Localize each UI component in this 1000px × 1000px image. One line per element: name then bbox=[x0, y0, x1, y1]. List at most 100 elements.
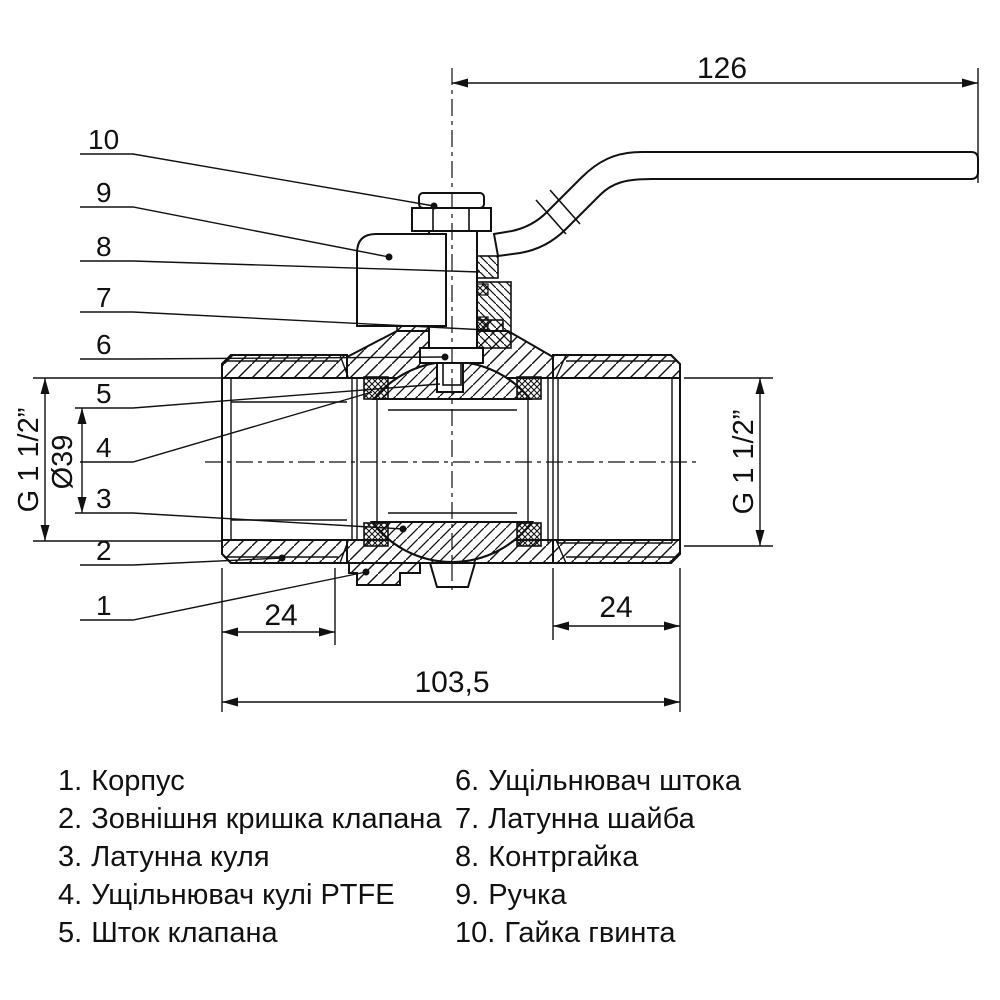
arrow-up bbox=[77, 408, 87, 424]
legend-item-6: 6.Ущільнювач штока bbox=[455, 762, 741, 800]
callout-4-label: 4 bbox=[96, 432, 112, 463]
callout-6-label: 6 bbox=[96, 329, 112, 360]
seat-top-right bbox=[516, 376, 542, 400]
right-port-top-wall bbox=[552, 354, 681, 379]
seat-bottom-right bbox=[516, 522, 542, 547]
legend-item-5-label: Шток клапана bbox=[91, 917, 278, 949]
ball-bore-lines bbox=[376, 399, 529, 522]
legend-item-8: 8.Контргайка bbox=[455, 838, 741, 876]
legend-item-4-number: 4. bbox=[58, 879, 83, 911]
arrow-right bbox=[664, 697, 680, 707]
dim-126-label: 126 bbox=[697, 52, 747, 85]
callout-10: 10 bbox=[80, 124, 438, 210]
dimension-overall-length: 103,5 bbox=[222, 666, 680, 707]
callout-5-label: 5 bbox=[96, 378, 112, 409]
legend-item-4-label: Ущільнювач кулі PTFE bbox=[91, 879, 395, 911]
legend-item-7-number: 7. bbox=[455, 803, 480, 835]
seat-bottom-left bbox=[363, 522, 389, 547]
legend-item-10: 10.Гайка гвинта bbox=[455, 914, 741, 952]
ptfe-seats bbox=[363, 376, 542, 547]
left-port bbox=[221, 354, 349, 564]
handle-bracket bbox=[356, 233, 447, 327]
dimension-right-thread-length: 24 bbox=[552, 568, 681, 712]
callout-9-dot bbox=[385, 253, 393, 261]
legend-item-8-number: 8. bbox=[455, 841, 480, 873]
legend-item-10-label: Гайка гвинта bbox=[504, 917, 676, 949]
callout-6-dot bbox=[441, 353, 449, 361]
body-joint-lines bbox=[351, 378, 554, 543]
callout-6: 6 bbox=[80, 329, 449, 361]
arrow-right bbox=[664, 621, 680, 631]
legend-item-5-number: 5. bbox=[58, 917, 83, 949]
right-port bbox=[552, 354, 681, 564]
legend-item-3-number: 3. bbox=[58, 841, 83, 873]
legend-item-6-number: 6. bbox=[455, 765, 480, 797]
callout-2-dot bbox=[278, 554, 286, 562]
left-port-outline bbox=[221, 354, 347, 564]
callout-4: 4 bbox=[80, 391, 373, 463]
handle-bend-lines bbox=[535, 189, 581, 235]
right-port-bore-lines bbox=[557, 377, 673, 544]
legend-item-1-label: Корпус bbox=[91, 765, 185, 797]
legend-item-2-number: 2. bbox=[58, 803, 83, 835]
callout-1-label: 1 bbox=[96, 590, 112, 621]
legend-item-9: 9.Ручка bbox=[455, 876, 741, 914]
callout-5: 5 bbox=[96, 378, 441, 409]
legend-item-4: 4.Ущільнювач кулі PTFE bbox=[58, 876, 442, 914]
stem-seal-top bbox=[476, 283, 489, 296]
locknut bbox=[476, 255, 499, 279]
legend-item-9-label: Ручка bbox=[488, 879, 567, 911]
arrow-left bbox=[222, 627, 238, 637]
thread-right-label: G 1 1/2” bbox=[728, 410, 760, 515]
legend-left-column: 1.Корпус 2.Зовнішня кришка клапана 3.Лат… bbox=[58, 762, 442, 952]
callout-2: 2 bbox=[80, 535, 286, 566]
bore-label: Ø39 bbox=[47, 435, 79, 490]
dimension-bore: Ø39 bbox=[47, 407, 133, 514]
callout-1-dot bbox=[362, 568, 370, 576]
left-port-thread-lines bbox=[224, 354, 349, 564]
legend-item-2-label: Зовнішня кришка клапана bbox=[91, 803, 442, 835]
callout-8: 8 bbox=[80, 231, 481, 273]
legend-item-8-label: Контргайка bbox=[488, 841, 639, 873]
body-bottom-step bbox=[348, 562, 421, 586]
legend-item-3-label: Латунна куля bbox=[91, 841, 270, 873]
callout-2-label: 2 bbox=[96, 535, 112, 566]
legend-item-7: 7.Латунна шайба bbox=[455, 800, 741, 838]
hex-nut-facets bbox=[432, 208, 470, 231]
callout-3-dot bbox=[399, 525, 407, 533]
callout-3-label: 3 bbox=[96, 483, 112, 514]
dimension-thread-left: G 1 1/2” bbox=[13, 377, 223, 542]
legend-right-column: 6.Ущільнювач штока 7.Латунна шайба 8.Кон… bbox=[455, 762, 741, 952]
arrow-down bbox=[40, 525, 50, 541]
legend-item-1: 1.Корпус bbox=[58, 762, 442, 800]
dimension-handle-length: 126 bbox=[452, 52, 979, 183]
dimension-thread-right: G 1 1/2” bbox=[684, 377, 773, 547]
arrow-up bbox=[755, 378, 765, 394]
callout-7: 7 bbox=[80, 282, 488, 331]
callout-3: 3 bbox=[96, 483, 407, 533]
callout-9: 9 bbox=[80, 177, 393, 261]
legend-item-1-number: 1. bbox=[58, 765, 83, 797]
dim-24-left-label: 24 bbox=[264, 599, 297, 632]
legend-item-10-number: 10. bbox=[455, 917, 496, 949]
legend-item-7-label: Латунна шайба bbox=[488, 803, 695, 835]
arrow-left bbox=[553, 621, 569, 631]
dimensions: 126 G 1 1/2” Ø39 G 1 1/2” bbox=[13, 52, 979, 712]
callout-8-label: 8 bbox=[96, 231, 112, 262]
arrow-left bbox=[222, 697, 238, 707]
arrow-down bbox=[755, 530, 765, 546]
legend-item-3: 3.Латунна куля bbox=[58, 838, 442, 876]
arrow-down bbox=[77, 497, 87, 513]
legend-item-2: 2.Зовнішня кришка клапана bbox=[58, 800, 442, 838]
legend-item-6-label: Ущільнювач штока bbox=[488, 765, 741, 797]
right-port-thread-lines bbox=[555, 354, 678, 564]
arrow-right bbox=[962, 78, 978, 88]
callout-10-label: 10 bbox=[88, 124, 119, 155]
dim-overall-label: 103,5 bbox=[414, 666, 489, 699]
callout-9-label: 9 bbox=[96, 177, 112, 208]
arrow-left bbox=[452, 78, 468, 88]
callout-7-label: 7 bbox=[96, 282, 112, 313]
arrow-up bbox=[40, 378, 50, 394]
